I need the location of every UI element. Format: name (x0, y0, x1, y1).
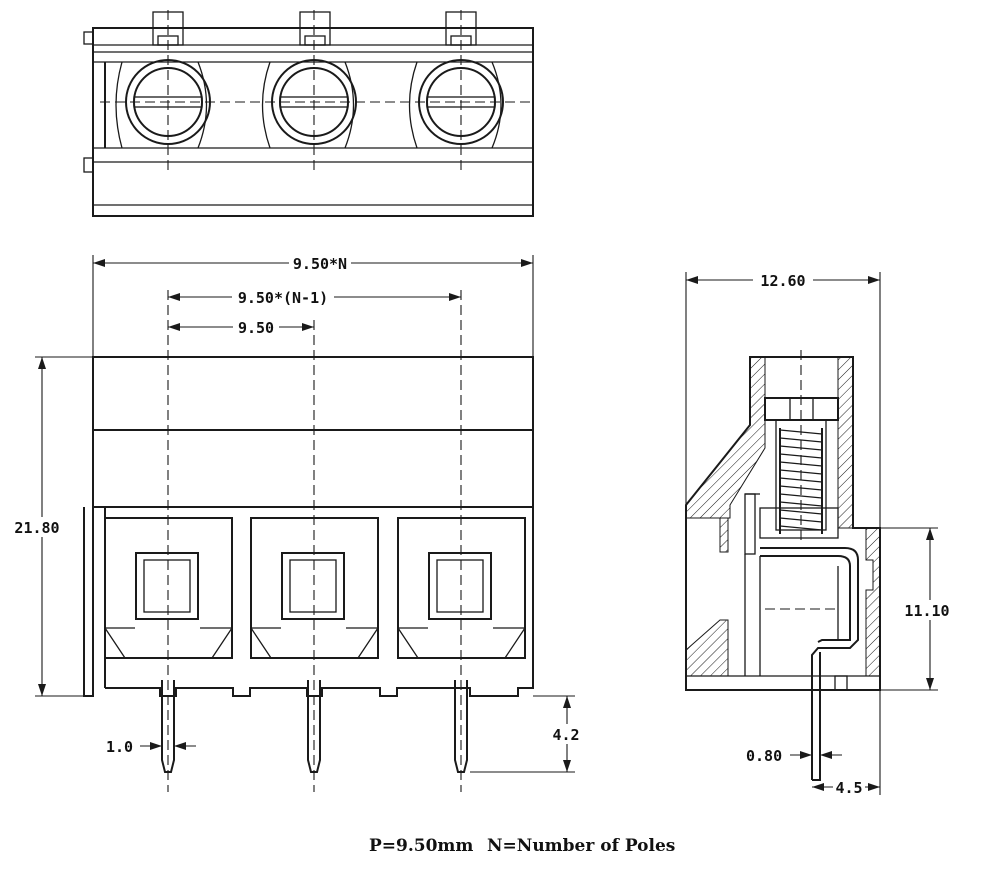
label-pin-width: 1.0 (106, 738, 133, 756)
footer-poles-note: N=Number of Poles (487, 836, 675, 856)
dim-height: 21.80 (10, 356, 93, 697)
side-view (685, 350, 881, 781)
dim-side-pin-width: 0.80 (746, 747, 842, 765)
front-view (83, 290, 534, 792)
dim-pitch: 9.50 (168, 317, 314, 337)
label-side-height: 11.10 (904, 602, 949, 620)
top-view (83, 10, 534, 217)
label-side-depth: 12.60 (760, 272, 805, 290)
label-height: 21.80 (14, 519, 59, 537)
footer-pitch-note: P=9.50mm (369, 836, 473, 856)
dim-inner-width: 9.50*(N-1) (168, 287, 461, 307)
label-side-pin-offset: 4.5 (835, 779, 862, 797)
label-pin-length: 4.2 (552, 726, 579, 744)
dim-side-depth: 12.60 (685, 270, 881, 528)
label-overall-width: 9.50*N (293, 255, 347, 273)
dim-side-height: 11.10 (880, 527, 958, 691)
dim-side-pin-offset: 4.5 (812, 690, 881, 797)
dim-pin-width: 1.0 (106, 738, 196, 756)
label-pitch: 9.50 (238, 319, 274, 337)
dim-pin-length: 4.2 (470, 695, 587, 773)
dim-overall-width: 9.50*N (92, 253, 534, 357)
label-side-pin-width: 0.80 (746, 747, 782, 765)
label-inner-width: 9.50*(N-1) (238, 289, 328, 307)
